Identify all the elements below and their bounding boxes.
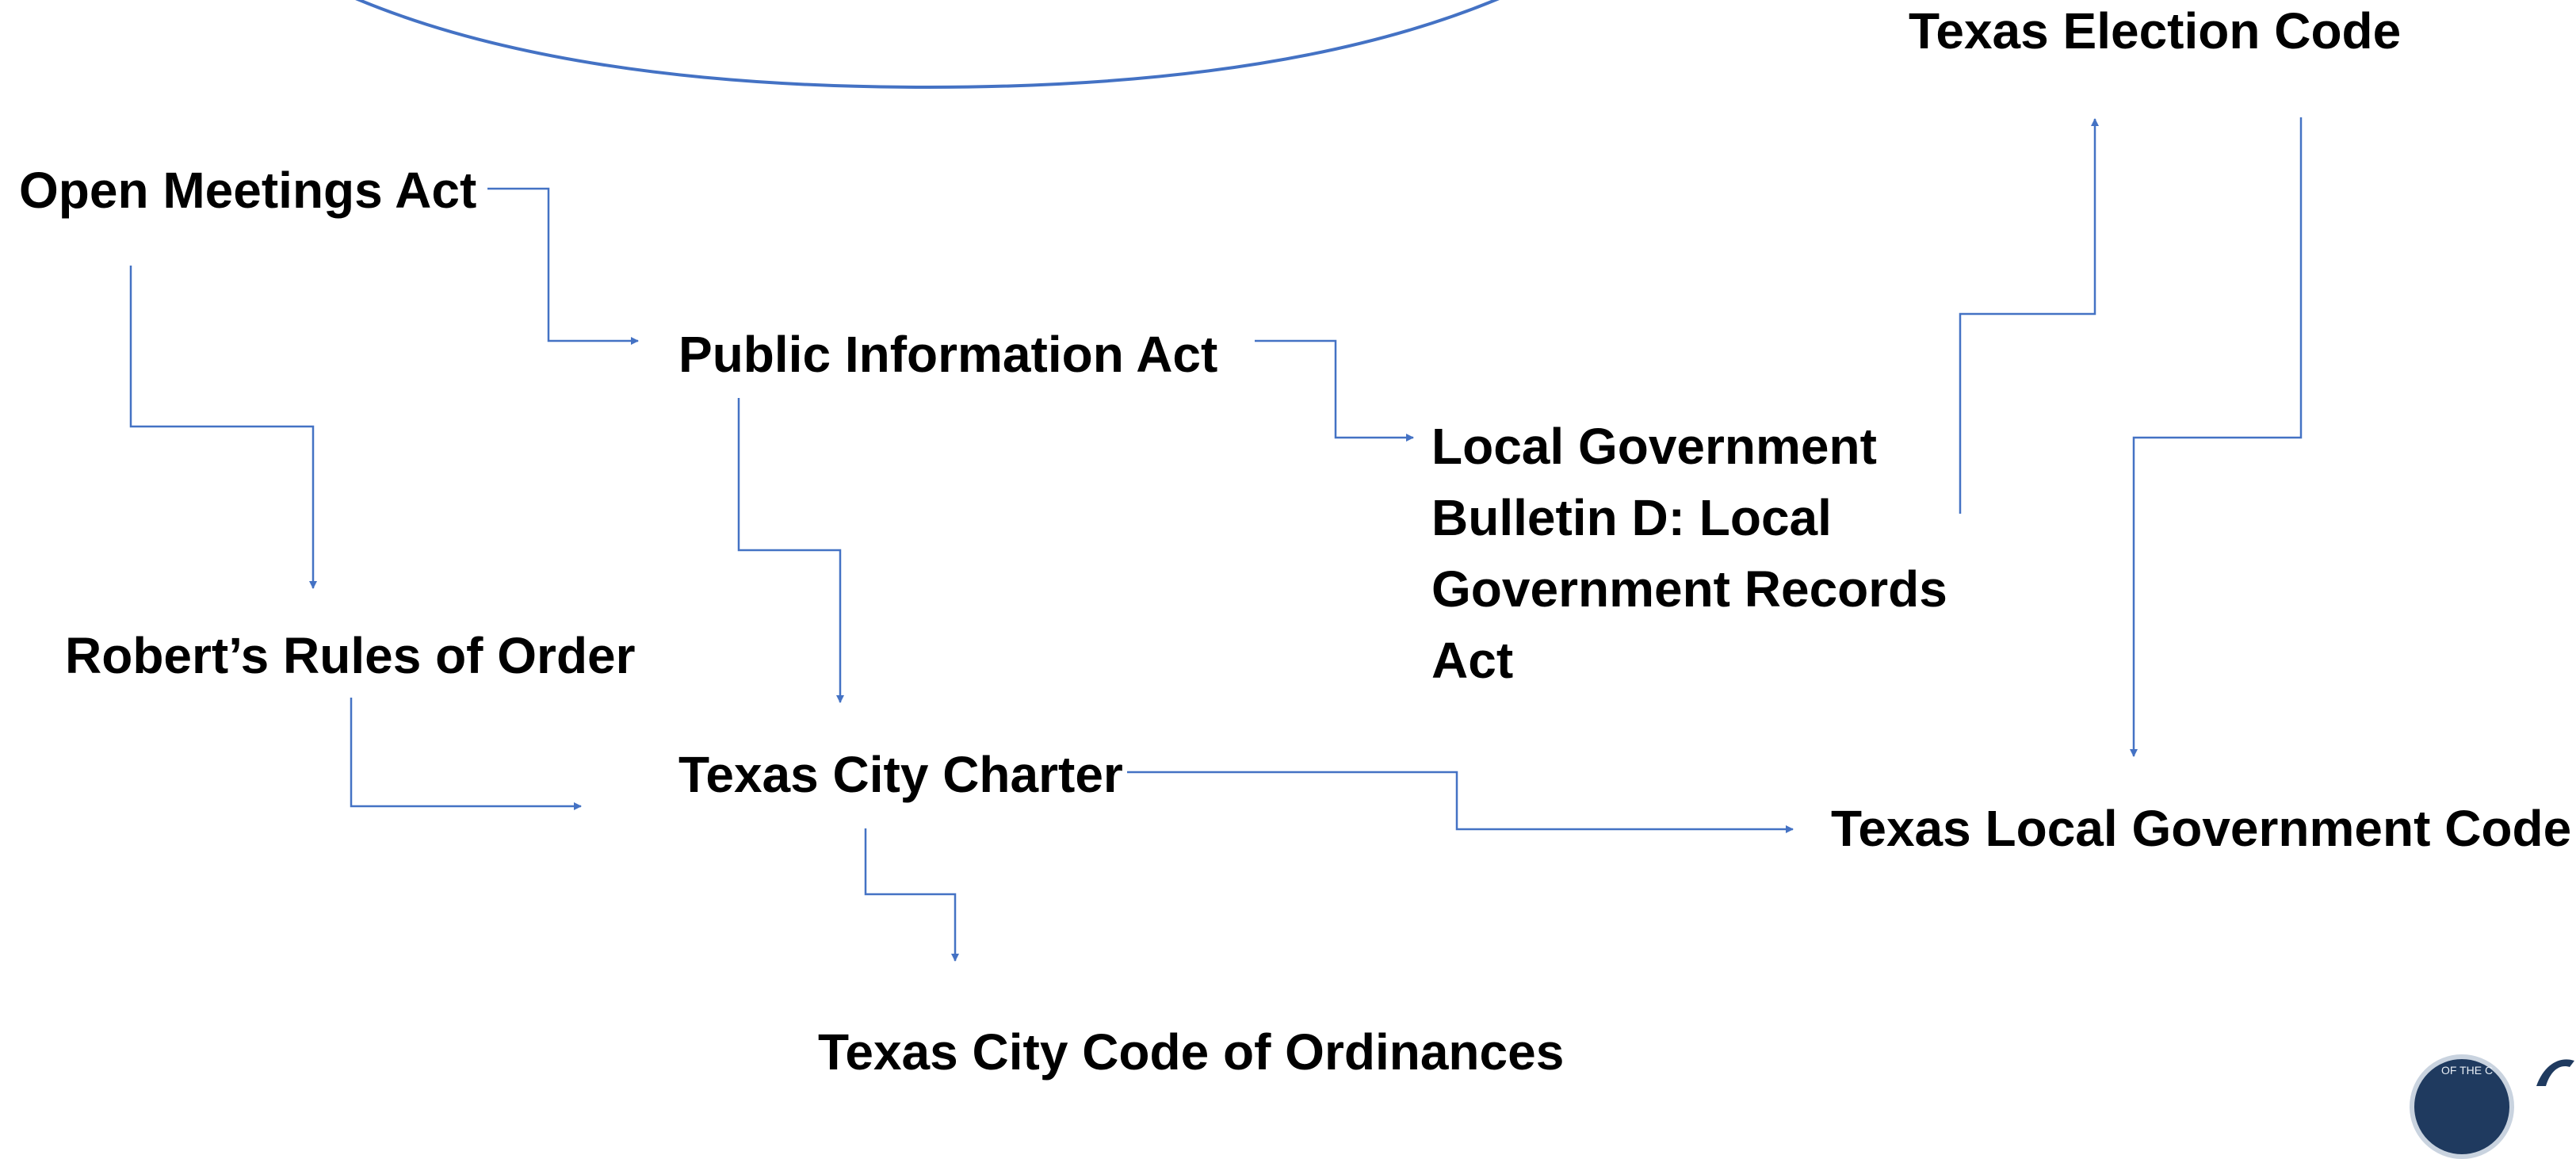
connector-open-meetings-to-public-information — [487, 187, 639, 345]
connector-roberts-rules-to-charter — [350, 698, 582, 810]
connector-layer — [129, 0, 2303, 962]
node-roberts-rules-of-order: Robert’s Rules of Order — [65, 627, 636, 684]
node-texas-election-code: Texas Election Code — [1909, 2, 2402, 59]
city-seal-text: OF THE C — [2441, 1064, 2494, 1077]
brand-logo-mark — [2536, 1059, 2574, 1086]
node-local-government-bulletin: Local Government Bulletin D: Local Gover… — [1431, 418, 1947, 689]
node-texas-local-government-code: Texas Local Government Code — [1831, 800, 2572, 857]
node-open-meetings-act: Open Meetings Act — [19, 162, 477, 219]
connector-election-code-to-local-gov-code — [2130, 117, 2303, 757]
connector-public-information-to-charter — [737, 398, 844, 703]
connector-charter-to-code-of-ordinances — [864, 828, 959, 962]
connector-bulletin-to-election-code — [1959, 118, 2099, 514]
connector-charter-to-local-gov-code — [1127, 771, 1794, 833]
connector-open-meetings-to-roberts-rules — [129, 266, 317, 589]
node-public-information-act: Public Information Act — [678, 326, 1218, 383]
connector-public-information-to-bulletin — [1255, 339, 1414, 442]
decorative-ellipse-arc — [355, 0, 1500, 90]
node-texas-city-charter: Texas City Charter — [678, 746, 1123, 803]
node-texas-city-code-of-ordinances: Texas City Code of Ordinances — [818, 1023, 1565, 1081]
